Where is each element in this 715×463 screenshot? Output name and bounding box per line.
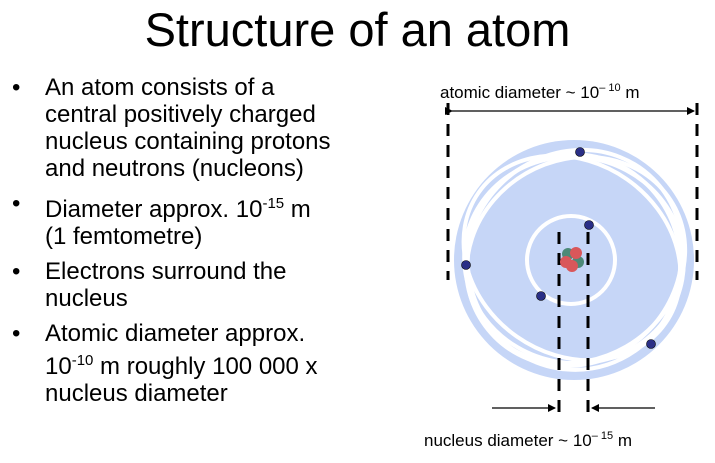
bullet-1-line-2: central positively charged xyxy=(45,101,316,128)
bullet-1-line-3: nucleus containing protons xyxy=(45,128,331,155)
bullet-4-line-3: nucleus diameter xyxy=(45,380,228,407)
nucleus-diameter-unit: m xyxy=(613,431,633,450)
bullet-item-2: Diameter approx. 10-15 m (1 femtometre) xyxy=(12,190,392,250)
bullet-4-line-1: Atomic diameter approx. xyxy=(45,320,306,347)
bullet-3-line-2: nucleus xyxy=(45,285,128,312)
nucleus-diameter-exponent: – 15 xyxy=(591,430,614,442)
proton xyxy=(570,247,582,259)
nucleus-diameter-label-text: nucleus diameter ~ 10 xyxy=(424,431,592,450)
bullet-2-line-1-unit: m xyxy=(284,196,311,223)
nucleus-diameter-label: nucleus diameter ~ 10– 15 m xyxy=(424,426,632,451)
bullet-3-line-1: Electrons surround the xyxy=(45,258,287,285)
bullet-4-line-2-text: 10 xyxy=(45,353,72,380)
bullet-item-4: Atomic diameter approx. 10-10 m roughly … xyxy=(12,320,392,407)
bullet-2-line-1-exponent: -15 xyxy=(262,195,285,212)
bullet-4-line-2-rest: m roughly 100 000 x xyxy=(93,353,318,380)
bullet-4-line-2-exponent: -10 xyxy=(71,352,94,369)
orbit-5 xyxy=(463,147,685,369)
electron xyxy=(646,339,656,349)
electron-orbits xyxy=(461,147,688,372)
bullet-item-1: An atom consists of a central positively… xyxy=(12,74,392,182)
electron xyxy=(536,291,546,301)
bullet-1-line-1: An atom consists of a xyxy=(45,74,275,101)
bullet-2-line-1-text: Diameter approx. 10 xyxy=(45,196,263,223)
orbit-3 xyxy=(461,153,683,363)
atomic-diameter-exponent: – 10 xyxy=(599,82,621,94)
page-title: Structure of an atom xyxy=(144,3,571,56)
electron xyxy=(461,260,471,270)
bullet-1-line-4: and neutrons (nucleons) xyxy=(45,155,304,182)
bullet-list: An atom consists of a central positively… xyxy=(12,74,392,415)
nucleus xyxy=(560,247,584,272)
electron xyxy=(575,147,585,157)
atomic-diameter-label-text: atomic diameter ~ 10 xyxy=(440,83,600,102)
proton xyxy=(566,260,578,272)
bullet-2-line-2: (1 femtometre) xyxy=(45,223,203,250)
atomic-diameter-unit: m xyxy=(620,83,640,102)
inner-orbit xyxy=(525,214,617,306)
electron xyxy=(584,220,594,230)
bullet-item-3: Electrons surround the nucleus xyxy=(12,258,392,312)
atomic-diameter-label: atomic diameter ~ 10– 10 m xyxy=(440,78,640,103)
electrons xyxy=(461,147,656,349)
